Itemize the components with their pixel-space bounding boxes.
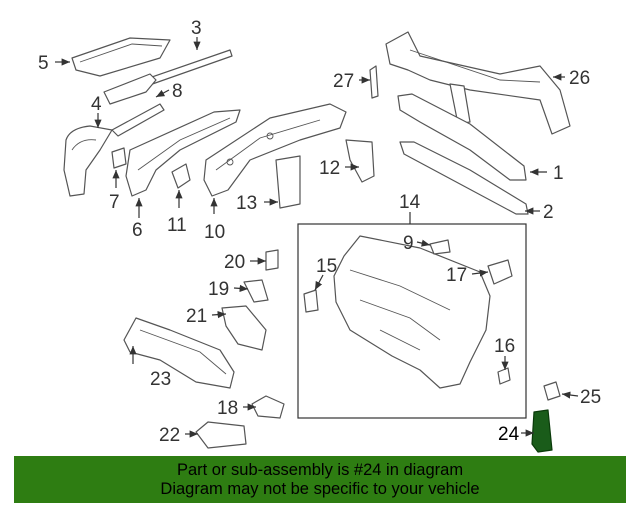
part-19[interactable] [243, 279, 269, 303]
part-14-dash-panel[interactable] [333, 235, 491, 389]
banner-line-1: Part or sub-assembly is #24 in diagram [176, 460, 464, 479]
callout-16[interactable]: 16 [494, 336, 515, 357]
callout-25[interactable]: 25 [580, 387, 601, 408]
callout-17[interactable]: 17 [446, 265, 467, 286]
callout-24[interactable]: 24 [498, 424, 520, 445]
part-10[interactable] [203, 103, 347, 197]
part-13[interactable] [275, 155, 301, 209]
leader-lines [55, 37, 579, 438]
part-14-box [297, 223, 527, 419]
part-17[interactable] [487, 259, 513, 285]
callout-18[interactable]: 18 [217, 398, 238, 419]
part-7[interactable] [111, 147, 127, 169]
callout-6[interactable]: 6 [132, 220, 143, 241]
callout-5[interactable]: 5 [38, 53, 49, 74]
callout-9[interactable]: 9 [403, 233, 414, 254]
callout-22[interactable]: 22 [159, 425, 180, 446]
part-6[interactable] [125, 109, 241, 197]
callout-20[interactable]: 20 [224, 252, 245, 273]
callout-12[interactable]: 12 [319, 158, 340, 179]
part-8[interactable] [103, 73, 165, 137]
part-21[interactable] [221, 305, 267, 351]
callout-19[interactable]: 19 [208, 279, 229, 300]
info-banner: Part or sub-assembly is #24 in diagram D… [14, 456, 626, 503]
part-25[interactable] [543, 381, 561, 401]
banner-line-2: Diagram may not be specific to your vehi… [160, 479, 480, 498]
part-4[interactable] [63, 125, 113, 197]
callout-10[interactable]: 10 [204, 222, 225, 243]
part-5[interactable] [71, 37, 171, 77]
callout-21[interactable]: 21 [186, 306, 207, 327]
callout-13[interactable]: 13 [236, 193, 257, 214]
part-24[interactable] [531, 409, 553, 453]
parts-diagram: 5 3 4 8 7 6 11 10 13 12 27 26 1 2 14 9 1… [38, 18, 601, 453]
callout-15[interactable]: 15 [316, 256, 337, 277]
callout-4[interactable]: 4 [91, 94, 102, 115]
callout-2[interactable]: 2 [543, 202, 554, 223]
callout-14[interactable]: 14 [399, 192, 421, 213]
part-12[interactable] [345, 139, 375, 183]
callout-23[interactable]: 23 [150, 369, 171, 390]
part-11[interactable] [171, 163, 191, 189]
callout-26[interactable]: 26 [569, 68, 590, 89]
callout-1[interactable]: 1 [553, 163, 564, 184]
callout-27[interactable]: 27 [333, 71, 354, 92]
part-18[interactable] [251, 395, 285, 419]
part-23[interactable] [123, 317, 235, 389]
callout-7[interactable]: 7 [109, 192, 120, 213]
part-15[interactable] [303, 289, 319, 313]
part-26[interactable] [385, 31, 571, 135]
callout-11[interactable]: 11 [167, 215, 187, 236]
callout-3[interactable]: 3 [191, 18, 202, 39]
callouts: 5 3 4 8 7 6 11 10 13 12 27 26 1 2 14 9 1… [38, 18, 601, 446]
part-20[interactable] [265, 249, 279, 271]
part-1[interactable] [397, 93, 527, 181]
part-16[interactable] [497, 367, 511, 385]
part-27[interactable] [369, 65, 379, 99]
part-9[interactable] [429, 239, 451, 255]
callout-8[interactable]: 8 [172, 81, 183, 102]
part-22[interactable] [195, 421, 247, 449]
